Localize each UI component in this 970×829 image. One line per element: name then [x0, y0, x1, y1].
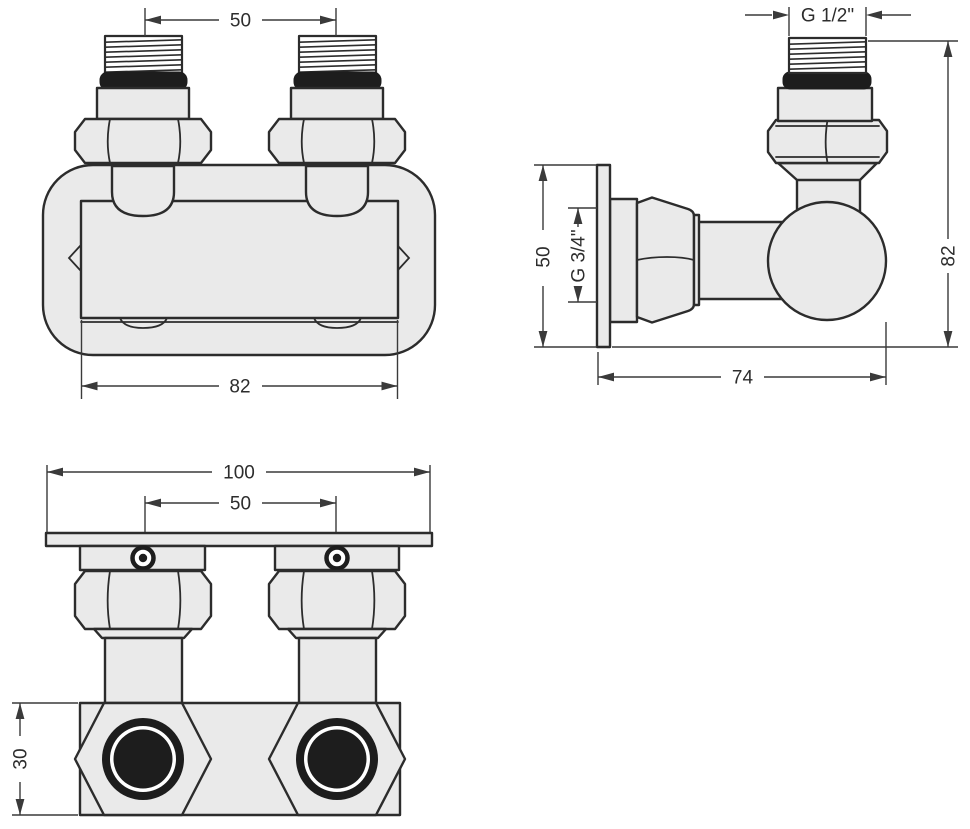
dim-front-pitch: 50	[144, 8, 337, 36]
dim-label: 82	[939, 245, 960, 266]
stem-right	[297, 636, 378, 706]
arrow-left	[47, 467, 63, 477]
screw-right	[324, 545, 350, 571]
thread-lines	[788, 40, 867, 70]
nut-shoulder	[776, 161, 879, 182]
bottom-view: 100 50 30	[11, 463, 434, 817]
dim-side-union-thread: G 3/4"	[568, 207, 597, 303]
stem-left	[103, 636, 184, 706]
bottom-bump-left	[119, 317, 168, 329]
connection-boss-left	[110, 164, 176, 218]
dim-side-height: 82	[612, 40, 960, 348]
dim-front-width: 82	[80, 320, 399, 399]
screw-left	[130, 545, 156, 571]
dim-side-plate-height: 50	[534, 164, 597, 348]
connection-boss-right	[304, 164, 370, 218]
arrow-top	[573, 208, 583, 224]
dim-label: G 1/2"	[801, 6, 854, 27]
arrow-right	[870, 372, 886, 382]
valve-ball	[766, 200, 888, 322]
cylinder-top	[776, 86, 874, 123]
side-view: G 1/2" 50 G 3/4" 82 74	[534, 6, 960, 389]
arrow-bottom	[538, 331, 548, 347]
arrow-bottom	[15, 799, 25, 815]
union-nut-left	[73, 117, 213, 165]
centerline-chevron-left	[67, 245, 81, 271]
thread-stem-top	[787, 36, 868, 75]
nut-lip	[92, 627, 194, 640]
dim-label: G 3/4"	[569, 229, 590, 282]
wall-plate	[595, 163, 612, 349]
dim-label: 74	[732, 368, 754, 389]
body-face	[79, 199, 400, 320]
union-nut-top	[766, 118, 889, 165]
arrow-left	[145, 498, 161, 508]
union-nut-bottom-right	[267, 569, 407, 640]
dim-label: 50	[230, 11, 251, 32]
port-left	[102, 718, 184, 800]
dim-label: 30	[11, 748, 32, 769]
arrow-bottom	[943, 331, 953, 347]
dim-bottom-overall-width: 100	[46, 463, 431, 532]
cylinder-left	[95, 86, 191, 121]
arrow-right	[320, 15, 336, 25]
dim-bottom-pitch: 50	[144, 494, 337, 532]
dim-label: 100	[223, 463, 255, 484]
port-right	[296, 718, 378, 800]
arrow-right	[320, 498, 336, 508]
arrow-right	[414, 467, 430, 477]
oring-collar-top	[782, 71, 872, 90]
dim-label: 50	[534, 246, 555, 267]
dim-bottom-body-height: 30	[11, 702, 78, 816]
nut-lip	[286, 627, 388, 640]
union-nut-bottom-left	[73, 569, 213, 640]
centerline-chevron-right	[397, 245, 411, 271]
thread-stem-left	[103, 34, 184, 76]
wall-flange	[608, 197, 639, 324]
union-nut-side	[635, 196, 701, 324]
dim-label: 50	[230, 494, 251, 515]
arrow-top	[943, 41, 953, 57]
dim-side-depth: 74	[597, 322, 887, 389]
thread-stem-right	[297, 34, 378, 76]
mounting-plate	[44, 531, 434, 548]
arrow-right	[866, 10, 882, 20]
arrow-bottom	[573, 286, 583, 302]
front-view: 50 82	[41, 8, 437, 399]
arrow-right	[381, 381, 398, 391]
bottom-bump-right	[313, 317, 362, 329]
dim-label: 82	[229, 377, 250, 398]
thread-lines	[104, 38, 183, 73]
arrow-top	[538, 165, 548, 181]
arrow-left	[773, 10, 789, 20]
arrow-left	[598, 372, 614, 382]
arrow-left	[81, 381, 98, 391]
cylinder-right	[289, 86, 385, 121]
dim-side-thread: G 1/2"	[745, 6, 911, 36]
union-nut-right	[267, 117, 407, 165]
arrow-top	[15, 703, 25, 719]
arrow-left	[145, 15, 161, 25]
